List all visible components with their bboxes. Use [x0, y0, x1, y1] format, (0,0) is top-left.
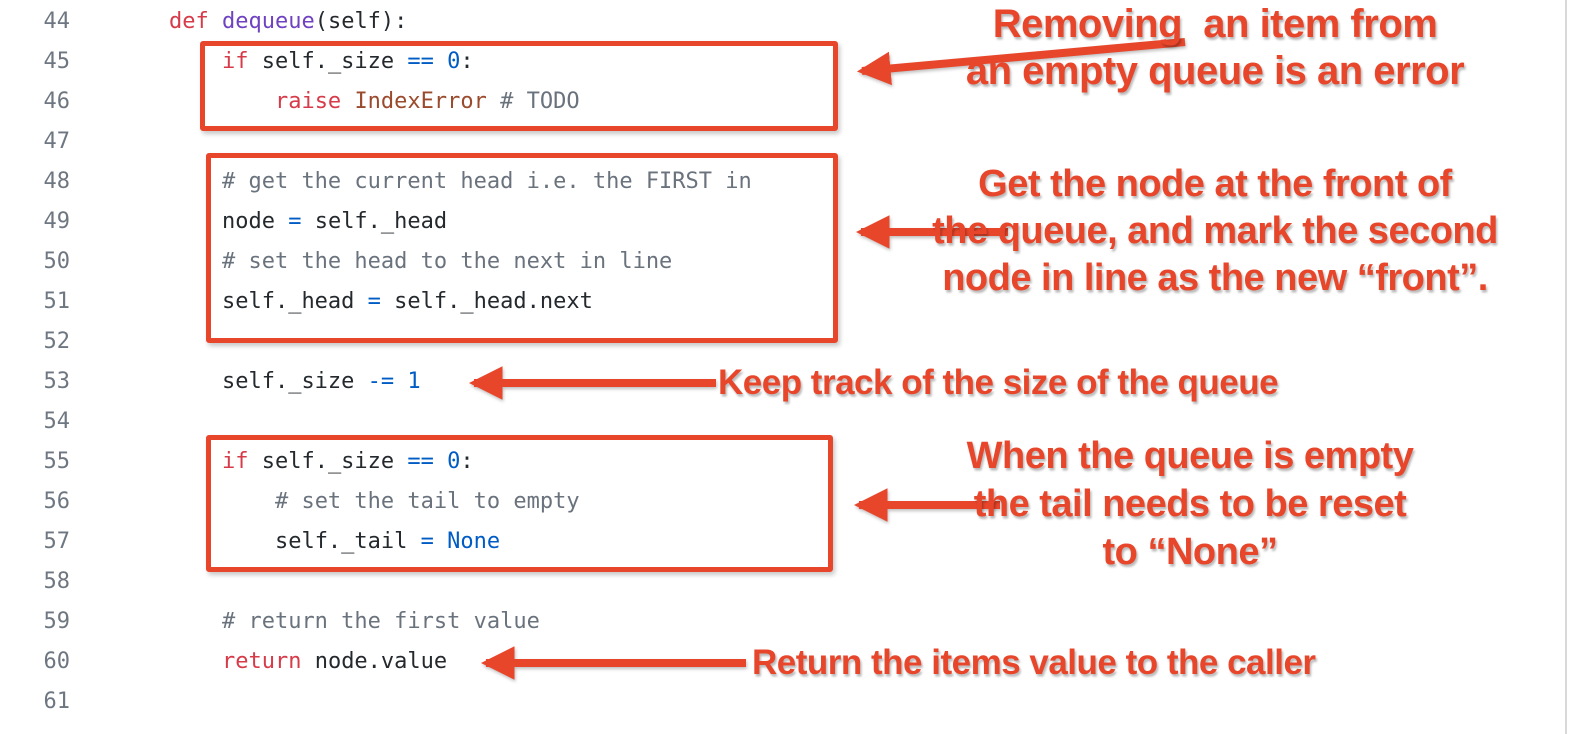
code-line: 52 — [0, 322, 900, 362]
line-number: 54 — [43, 409, 71, 434]
line-number: 53 — [43, 369, 71, 394]
code-line: 57 self._tail = None — [0, 522, 900, 562]
annotation-line: Return the items value to the caller — [752, 643, 1316, 682]
code-text: if self._size == 0: — [221, 49, 474, 74]
code-text — [70, 122, 116, 162]
line-number: 44 — [43, 9, 71, 34]
code-text: self._head = self._head.next — [221, 289, 593, 314]
highlight-box-empty-check — [200, 41, 838, 131]
line-number: 45 — [43, 49, 71, 74]
annotation-return-value: Return the items value to the caller — [752, 642, 1352, 684]
code-text: self._size -= 1 — [221, 369, 421, 394]
code-text: raise IndexError # TODO — [274, 89, 580, 114]
line-number: 46 — [43, 89, 71, 114]
code-line: 47 — [0, 122, 900, 162]
code-text — [70, 402, 116, 442]
code-text: def dequeue(self): — [168, 9, 408, 34]
code-text: return node.value — [221, 649, 448, 674]
code-text: # set the tail to empty — [274, 489, 580, 514]
line-number: 52 — [43, 329, 71, 354]
code-line: 45 if self._size == 0: — [0, 42, 900, 82]
annotation-empty-error: Removing an item from an empty queue is … — [875, 1, 1555, 95]
code-line: 58 — [0, 562, 900, 602]
code-line: 55 if self._size == 0: — [0, 442, 900, 482]
line-number: 61 — [43, 689, 71, 714]
annotation-line: node in line as the new “front”. — [942, 257, 1488, 299]
line-number: 57 — [43, 529, 71, 554]
annotation-line: the tail needs to be reset — [973, 483, 1407, 525]
annotation-line: Removing an item from — [992, 2, 1438, 46]
annotation-line: the queue, and mark the second — [932, 210, 1498, 252]
annotation-line: Keep track of the size of the queue — [718, 363, 1279, 402]
code-line: 56 # set the tail to empty — [0, 482, 900, 522]
code-text: # return the first value — [221, 609, 540, 634]
line-number: 58 — [43, 569, 71, 594]
code-line: 53 self._size -= 1 — [0, 362, 900, 402]
code-line: 59 # return the first value — [0, 602, 900, 642]
line-number: 50 — [43, 249, 71, 274]
code-line: 60 return node.value — [0, 642, 900, 682]
line-number: 51 — [43, 289, 71, 314]
line-number: 48 — [43, 169, 71, 194]
code-line: 49 node = self._head — [0, 202, 900, 242]
code-text: # set the head to the next in line — [221, 249, 673, 274]
window-edge-divider — [1565, 0, 1567, 734]
annotation-size-track: Keep track of the size of the queue — [718, 362, 1358, 404]
code-line: 50 # set the head to the next in line — [0, 242, 900, 282]
code-line: 48 # get the current head i.e. the FIRST… — [0, 162, 900, 202]
annotation-line: an empty queue is an error — [965, 49, 1465, 93]
code-line: 51 self._head = self._head.next — [0, 282, 900, 322]
line-number: 49 — [43, 209, 71, 234]
code-text — [70, 322, 116, 362]
highlight-box-get-head — [206, 153, 838, 343]
annotation-front-node: Get the node at the front of the queue, … — [875, 161, 1555, 302]
code-line: 46 raise IndexError # TODO — [0, 82, 900, 122]
line-number: 55 — [43, 449, 71, 474]
code-line: 61 — [0, 682, 900, 722]
annotation-line: to “None” — [1102, 531, 1278, 573]
code-text — [70, 562, 116, 602]
code-text: # get the current head i.e. the FIRST in — [221, 169, 752, 194]
code-text: self._tail = None — [274, 529, 501, 554]
highlight-box-tail-reset — [206, 435, 833, 572]
line-number: 59 — [43, 609, 71, 634]
code-line: 44 def dequeue(self): — [0, 2, 900, 42]
code-text: node = self._head — [221, 209, 448, 234]
code-line: 54 — [0, 402, 900, 442]
annotation-line: Get the node at the front of — [978, 163, 1452, 205]
annotation-tail-reset: When the queue is empty the tail needs t… — [860, 432, 1520, 576]
code-text — [70, 682, 116, 722]
code-editor-area: 44 def dequeue(self):45 if self._size ==… — [0, 2, 900, 722]
line-number: 60 — [43, 649, 71, 674]
line-number: 47 — [43, 129, 71, 154]
annotation-line: When the queue is empty — [966, 435, 1414, 477]
code-text: if self._size == 0: — [221, 449, 474, 474]
line-number: 56 — [43, 489, 71, 514]
